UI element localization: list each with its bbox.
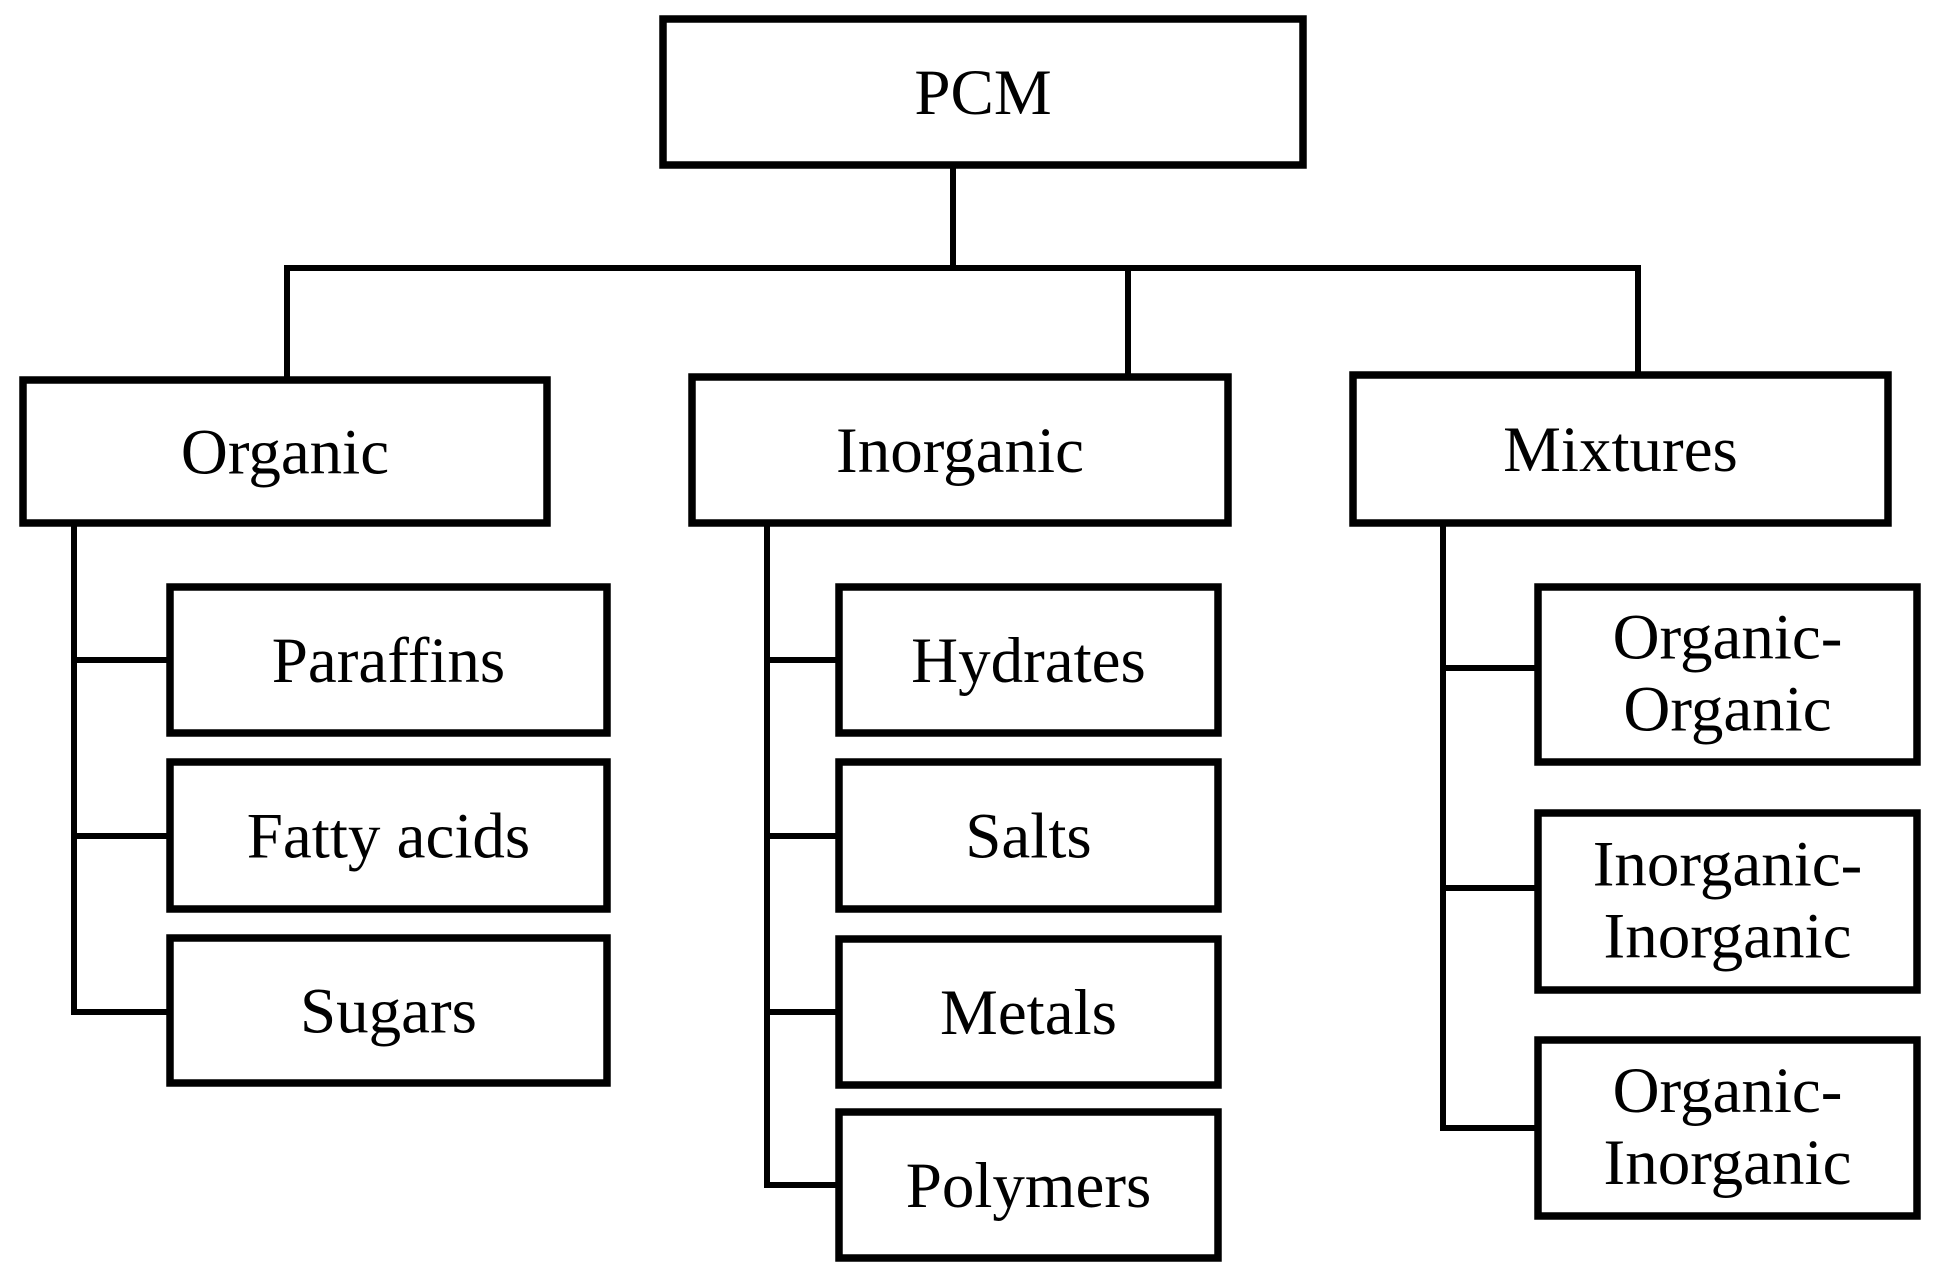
node-organic: Organic <box>19 376 551 527</box>
node-polymers: Polymers <box>835 1108 1222 1262</box>
node-inorganic-inorganic-label-line-1: Inorganic- <box>1593 829 1863 901</box>
node-hydrates: Hydrates <box>835 583 1222 737</box>
node-organic-inorganic-label-line-1: Organic- <box>1613 1055 1843 1127</box>
node-metals-box <box>835 935 1222 1089</box>
node-salts-label: Salts <box>965 801 1091 873</box>
node-inorganic: Inorganic <box>688 373 1232 527</box>
node-inorganic-inorganic-label: Inorganic-Inorganic <box>1593 829 1863 973</box>
node-pcm-label: PCM <box>914 57 1051 129</box>
node-sugars-label: Sugars <box>300 976 477 1048</box>
node-salts-box <box>835 758 1222 913</box>
node-fatty-acids-label: Fatty acids <box>247 801 530 873</box>
node-fatty-acids: Fatty acids <box>166 758 611 913</box>
node-inorganic-inorganic-label-line-2: Inorganic <box>1604 901 1852 973</box>
node-organic-inorganic: Organic-Inorganic <box>1534 1036 1921 1220</box>
node-inorganic-inorganic-box <box>1534 809 1921 994</box>
node-organic-organic-box <box>1534 583 1921 766</box>
node-organic-organic: Organic-Organic <box>1534 583 1921 766</box>
node-inorganic-inorganic: Inorganic-Inorganic <box>1534 809 1921 994</box>
node-mixtures-label: Mixtures <box>1503 414 1738 486</box>
node-paraffins-box <box>166 583 611 737</box>
node-organic-organic-label: Organic-Organic <box>1613 602 1843 746</box>
node-organic-label: Organic <box>181 417 389 489</box>
node-polymers-label: Polymers <box>906 1150 1152 1222</box>
node-hydrates-box <box>835 583 1222 737</box>
node-sugars: Sugars <box>166 934 611 1087</box>
node-pcm-box <box>659 15 1307 169</box>
node-organic-organic-label-line-1: Organic- <box>1613 602 1843 674</box>
node-mixtures-box <box>1349 371 1892 527</box>
node-organic-organic-label-line-2: Organic <box>1623 674 1831 746</box>
node-organic-inorganic-label-line-2: Inorganic <box>1604 1127 1852 1199</box>
node-mixtures: Mixtures <box>1349 371 1892 527</box>
node-salts: Salts <box>835 758 1222 913</box>
node-fatty-acids-box <box>166 758 611 913</box>
node-sugars-box <box>166 934 611 1087</box>
node-metals: Metals <box>835 935 1222 1089</box>
node-paraffins: Paraffins <box>166 583 611 737</box>
node-paraffins-label: Paraffins <box>272 625 505 697</box>
node-hydrates-label: Hydrates <box>911 625 1146 697</box>
node-pcm: PCM <box>659 15 1307 169</box>
node-polymers-box <box>835 1108 1222 1262</box>
node-inorganic-box <box>688 373 1232 527</box>
node-organic-box <box>19 376 551 527</box>
node-organic-inorganic-label: Organic-Inorganic <box>1604 1055 1852 1199</box>
node-metals-label: Metals <box>940 977 1117 1049</box>
node-inorganic-label: Inorganic <box>836 415 1084 487</box>
node-organic-inorganic-box <box>1534 1036 1921 1220</box>
